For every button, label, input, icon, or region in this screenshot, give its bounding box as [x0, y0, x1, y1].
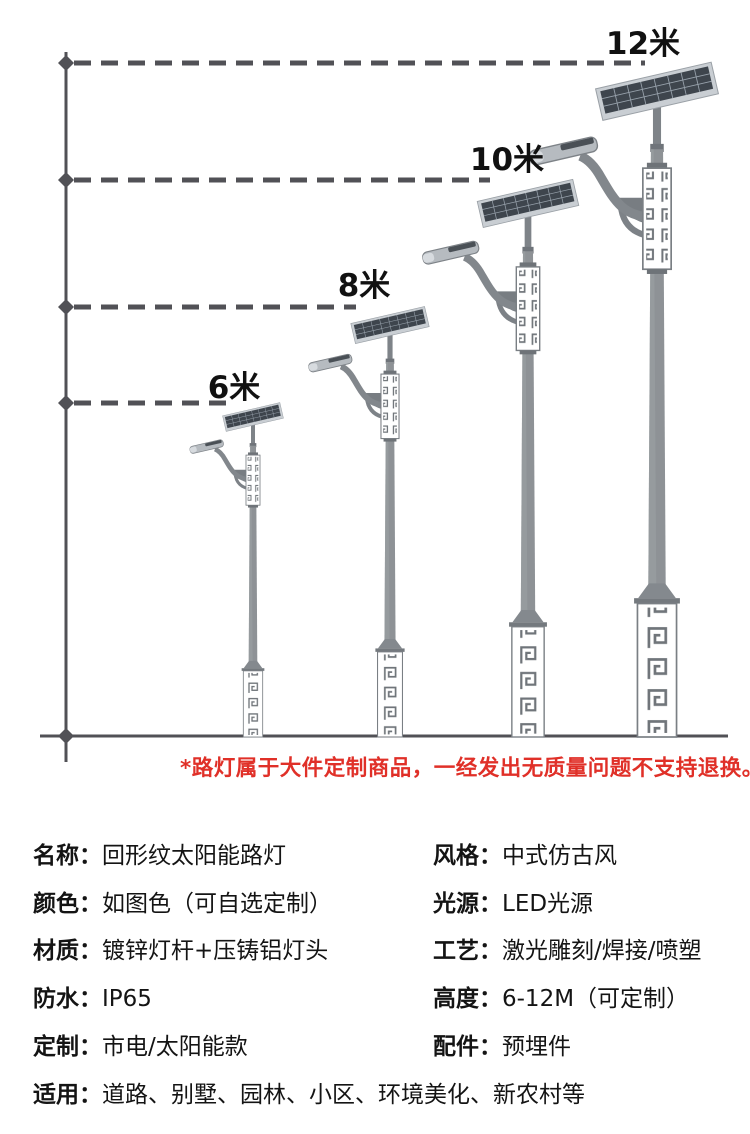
height-label-8m: 8米	[338, 268, 391, 304]
spec-style: 风格：中式仿古风	[433, 836, 733, 870]
spec-row: 名称：回形纹太阳能路灯 风格：中式仿古风	[33, 829, 733, 877]
spec-height: 高度：6-12M（可定制）	[433, 979, 733, 1013]
diamond-marker	[58, 728, 74, 744]
spec-value: 市电/太阳能款	[102, 1034, 248, 1061]
warning-text: *路灯属于大件定制商品，一经发出无质量问题不支持退换。	[180, 756, 750, 781]
spec-row: 防水：IP65 高度：6-12M（可定制）	[33, 972, 733, 1020]
spec-waterproof: 防水：IP65	[33, 979, 433, 1013]
streetlight-8m	[308, 306, 429, 737]
height-label-12m: 12米	[606, 26, 680, 62]
spec-value: 镀锌灯杆+压铸铝灯头	[102, 938, 329, 965]
streetlight-scene: 12米 10米 8米 6米	[40, 26, 728, 762]
spec-table: 名称：回形纹太阳能路灯 风格：中式仿古风 颜色：如图色（可自选定制） 光源：LE…	[33, 829, 733, 1116]
spec-usage: 适用：道路、别墅、园林、小区、环境美化、新农村等	[33, 1075, 585, 1109]
spec-value: 回形纹太阳能路灯	[102, 842, 286, 869]
spec-value: 激光雕刻/焊接/喷塑	[502, 938, 702, 965]
streetlight-6m	[189, 403, 283, 737]
spec-row: 定制：市电/太阳能款 配件：预埋件	[33, 1020, 733, 1068]
height-label-10m: 10米	[470, 142, 544, 178]
spec-color: 颜色：如图色（可自选定制）	[33, 884, 433, 918]
spec-row: 适用：道路、别墅、园林、小区、环境美化、新农村等	[33, 1068, 733, 1116]
spec-value: LED光源	[502, 890, 594, 917]
spec-label: 适用：	[33, 1081, 102, 1108]
streetlight-10m	[422, 179, 579, 737]
scene-canvas: 12米 10米 8米 6米	[40, 26, 728, 762]
spec-label: 工艺：	[433, 938, 502, 965]
spec-row: 颜色：如图色（可自选定制） 光源：LED光源	[33, 877, 733, 925]
spec-label: 防水：	[33, 986, 102, 1013]
spec-label: 光源：	[433, 890, 502, 917]
spec-label: 名称：	[33, 842, 102, 869]
spec-light-source: 光源：LED光源	[433, 884, 733, 918]
spec-label: 风格：	[433, 842, 502, 869]
spec-label: 颜色：	[33, 890, 102, 917]
spec-name: 名称：回形纹太阳能路灯	[33, 836, 433, 870]
spec-label: 高度：	[433, 986, 502, 1013]
spec-value: 道路、别墅、园林、小区、环境美化、新农村等	[102, 1081, 585, 1108]
spec-value: IP65	[102, 986, 152, 1013]
height-label-6m: 6米	[208, 370, 261, 406]
spec-custom: 定制：市电/太阳能款	[33, 1027, 433, 1061]
spec-accessories: 配件：预埋件	[433, 1027, 733, 1061]
spec-row: 材质：镀锌灯杆+压铸铝灯头 工艺：激光雕刻/焊接/喷塑	[33, 925, 733, 973]
spec-value: 中式仿古风	[502, 842, 617, 869]
diamond-marker	[58, 395, 74, 411]
spec-craft: 工艺：激光雕刻/焊接/喷塑	[433, 931, 733, 965]
spec-value: 如图色（可自选定制）	[102, 890, 332, 917]
diamond-marker	[58, 172, 74, 188]
spec-label: 定制：	[33, 1034, 102, 1061]
diamond-marker	[58, 55, 74, 71]
diamond-marker	[58, 299, 74, 315]
spec-value: 6-12M（可定制）	[502, 986, 690, 1013]
spec-label: 材质：	[33, 938, 102, 965]
spec-label: 配件：	[433, 1034, 502, 1061]
streetlight-12m	[528, 62, 718, 737]
spec-material: 材质：镀锌灯杆+压铸铝灯头	[33, 931, 433, 965]
spec-value: 预埋件	[502, 1034, 571, 1061]
